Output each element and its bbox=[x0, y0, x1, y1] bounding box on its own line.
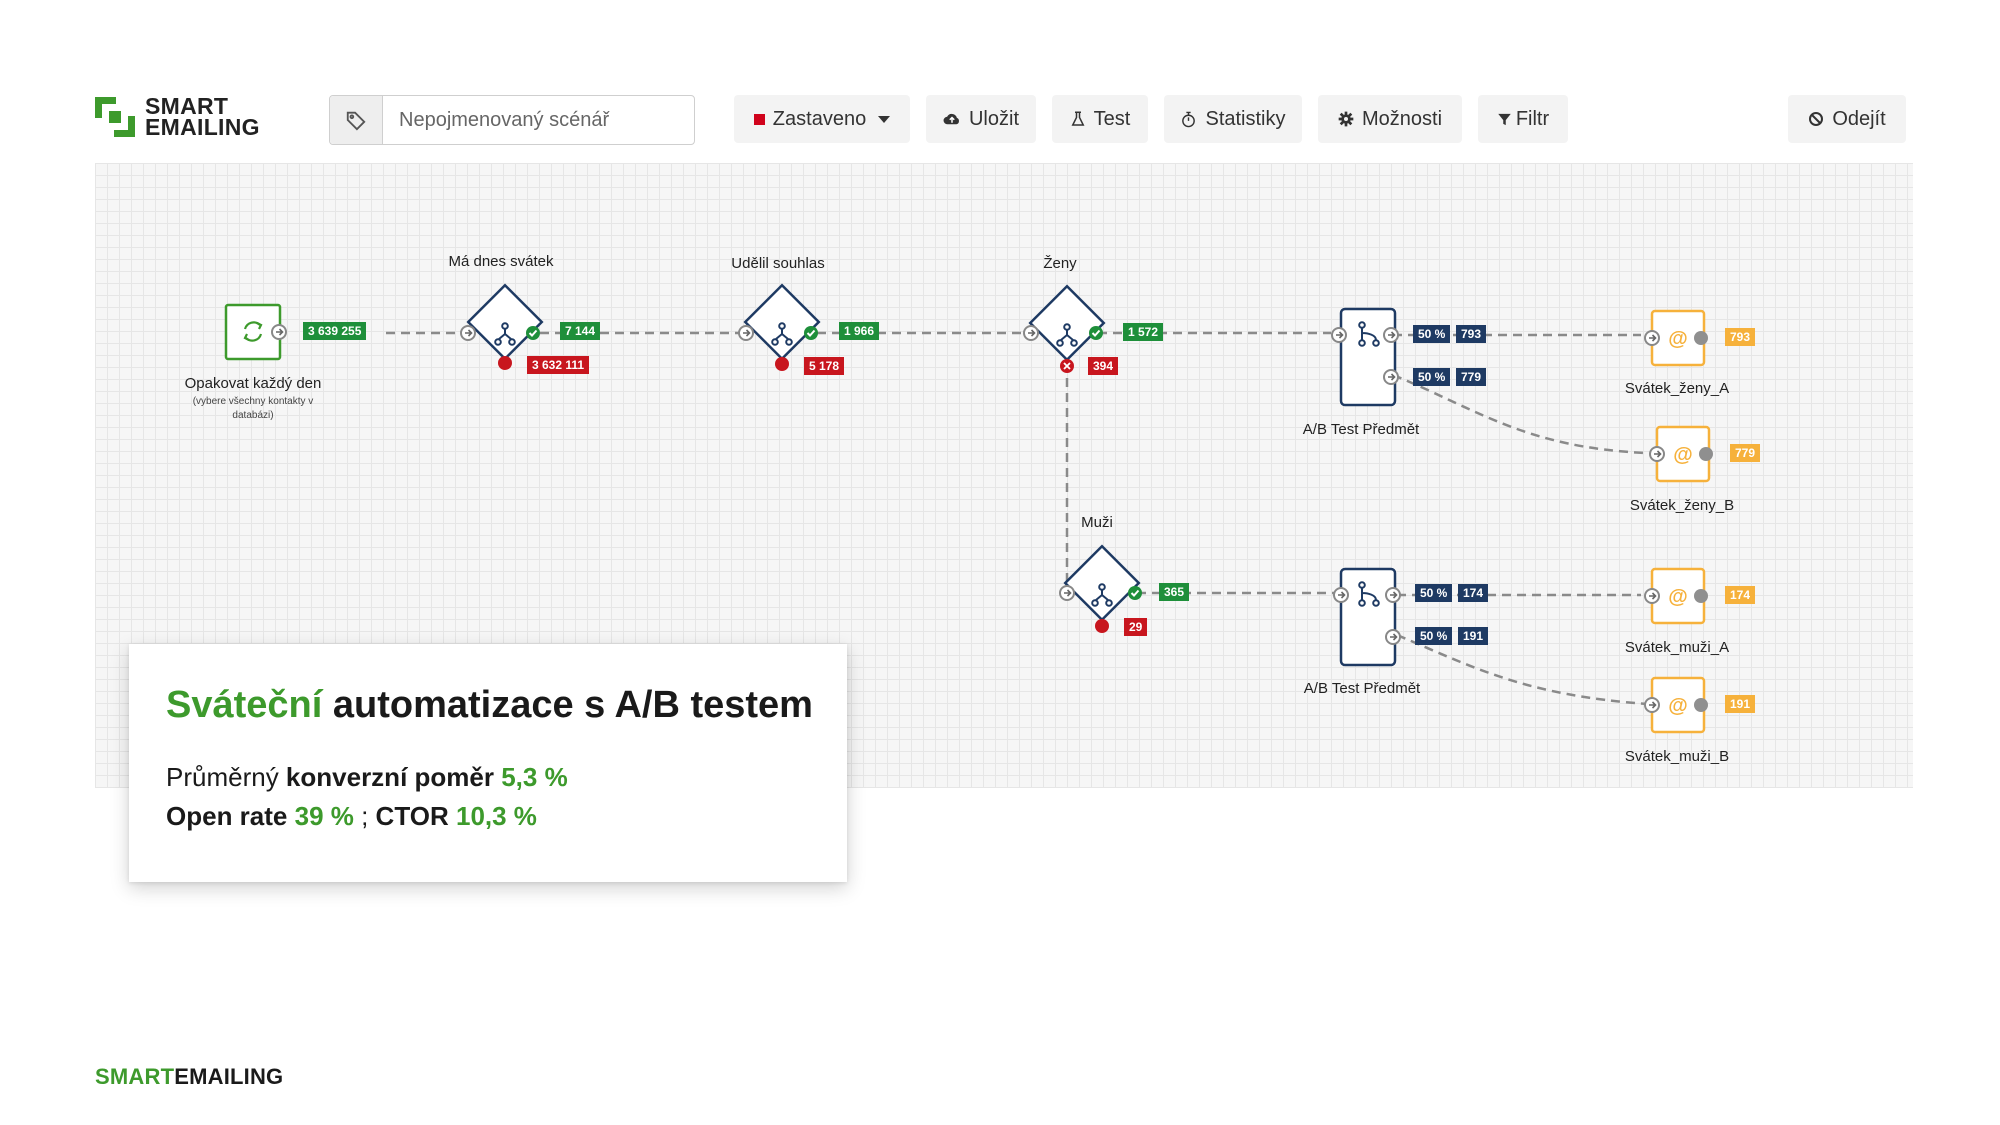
ab2-a-percent-badge: 50 % bbox=[1415, 584, 1453, 602]
gear-icon bbox=[1338, 111, 1354, 127]
email-node-women-b[interactable]: @ bbox=[1649, 425, 1713, 483]
smartemailing-logo-icon bbox=[95, 97, 135, 137]
email-label-men-b: Svátek_muži_B bbox=[1624, 748, 1730, 765]
close-icon bbox=[1060, 359, 1074, 373]
at-sign-icon: @ bbox=[1673, 444, 1693, 466]
scenario-name-input[interactable] bbox=[383, 96, 694, 144]
statistics-button[interactable]: Statistiky bbox=[1164, 95, 1302, 143]
ab2-b-count-badge: 191 bbox=[1458, 627, 1489, 645]
card-title: Sváteční automatizace s A/B testem bbox=[166, 684, 813, 727]
statistics-label: Statistiky bbox=[1205, 107, 1286, 130]
open-rate-label: Open rate bbox=[166, 801, 288, 831]
trigger-count-badge: 3 639 255 bbox=[303, 322, 367, 340]
condition-node-consent[interactable] bbox=[738, 283, 821, 371]
ab-test-node-men[interactable] bbox=[1333, 567, 1401, 667]
repeat-sync-icon bbox=[243, 321, 263, 342]
conversion-value: 5,3 % bbox=[501, 762, 568, 792]
scenario-name-field bbox=[329, 95, 695, 145]
footer-brand: SMARTEMAILING bbox=[95, 1064, 283, 1090]
condition-label-women: Ženy bbox=[1043, 255, 1077, 272]
cond1-yes-badge: 7 144 bbox=[560, 322, 601, 340]
trigger-label: Opakovat každý den bbox=[184, 375, 322, 392]
ab-test-label-men: A/B Test Předmět bbox=[1303, 680, 1421, 697]
ab-test-node-women[interactable] bbox=[1331, 307, 1399, 407]
filter-label: Filtr bbox=[1515, 107, 1550, 130]
ban-icon bbox=[1809, 112, 1824, 126]
rates-line: Open rate 39 % ; CTOR 10,3 % bbox=[166, 801, 537, 832]
ab1-a-count-badge: 793 bbox=[1456, 325, 1487, 343]
email-node-women-a[interactable]: @ bbox=[1644, 309, 1708, 367]
stopwatch-icon bbox=[1182, 111, 1196, 127]
at-sign-icon: @ bbox=[1668, 695, 1688, 717]
cond4-no-badge: 29 bbox=[1124, 618, 1148, 636]
save-label: Uložit bbox=[968, 107, 1019, 130]
split-icon bbox=[1358, 321, 1380, 347]
condition-label-consent: Udělil souhlas bbox=[731, 255, 825, 272]
summary-card: Sváteční automatizace s A/B testem Průmě… bbox=[129, 644, 847, 882]
card-title-highlight: Sváteční bbox=[166, 684, 323, 726]
email-node-men-b[interactable]: @ bbox=[1644, 676, 1708, 734]
cloud-upload-icon bbox=[943, 113, 959, 125]
options-label: Možnosti bbox=[1361, 107, 1443, 130]
logo-text: SMART EMAILING bbox=[145, 93, 260, 140]
stop-square-icon bbox=[753, 113, 765, 125]
options-button[interactable]: Možnosti bbox=[1318, 95, 1462, 143]
tag-icon bbox=[330, 96, 383, 144]
conversion-label: konverzní poměr bbox=[285, 762, 494, 792]
cond1-no-badge: 3 632 111 bbox=[527, 356, 590, 374]
footer-brand-part2: EMAILING bbox=[174, 1064, 284, 1089]
ab2-a-count-badge: 174 bbox=[1458, 584, 1489, 602]
at-sign-icon: @ bbox=[1668, 328, 1688, 350]
flow-diagram: @ @ @ @ bbox=[224, 283, 1713, 734]
conversion-prefix: Průměrný bbox=[166, 762, 286, 792]
condition-label-has-nameday: Má dnes svátek bbox=[448, 253, 554, 270]
ctor-value: 10,3 % bbox=[455, 801, 537, 831]
condition-label-men: Muži bbox=[1081, 514, 1113, 531]
at-sign-icon: @ bbox=[1668, 586, 1688, 608]
trigger-node[interactable] bbox=[224, 303, 287, 361]
condition-node-women[interactable] bbox=[1023, 284, 1106, 373]
exit-button[interactable]: Odejít bbox=[1788, 95, 1906, 143]
condition-node-has-nameday[interactable] bbox=[460, 283, 544, 370]
condition-node-men[interactable] bbox=[1059, 544, 1143, 633]
cond3-yes-badge: 1 572 bbox=[1123, 323, 1164, 341]
cond2-no-badge: 5 178 bbox=[804, 357, 845, 375]
email-label-men-a: Svátek_muži_A bbox=[1624, 639, 1730, 656]
cond2-yes-badge: 1 966 bbox=[839, 322, 880, 340]
test-button[interactable]: Test bbox=[1052, 95, 1148, 143]
save-button[interactable]: Uložit bbox=[926, 95, 1036, 143]
ab1-a-percent-badge: 50 % bbox=[1413, 325, 1451, 343]
split-icon bbox=[1358, 581, 1380, 607]
email3-count-badge: 174 bbox=[1725, 586, 1756, 604]
test-label: Test bbox=[1093, 107, 1131, 130]
email2-count-badge: 779 bbox=[1730, 444, 1761, 462]
ab2-b-percent-badge: 50 % bbox=[1415, 627, 1453, 645]
email-label-women-b: Svátek_ženy_B bbox=[1629, 497, 1735, 514]
scenario-canvas[interactable]: @ @ @ @ Opakovat každý den (vybere všech… bbox=[95, 163, 1913, 788]
footer-brand-part1: SMART bbox=[95, 1064, 175, 1089]
email-node-men-a[interactable]: @ bbox=[1644, 567, 1708, 625]
chevron-down-icon bbox=[878, 115, 891, 123]
status-label: Zastaveno bbox=[772, 107, 867, 130]
rates-separator: ; bbox=[353, 801, 376, 831]
email1-count-badge: 793 bbox=[1725, 328, 1756, 346]
filter-button[interactable]: Filtr bbox=[1478, 95, 1568, 143]
ab1-b-count-badge: 779 bbox=[1456, 368, 1487, 386]
flask-icon bbox=[1071, 111, 1085, 126]
ab1-b-percent-badge: 50 % bbox=[1413, 368, 1451, 386]
cond3-no-badge: 394 bbox=[1088, 357, 1119, 375]
open-rate-value: 39 % bbox=[294, 801, 354, 831]
conversion-line: Průměrný konverzní poměr 5,3 % bbox=[166, 762, 568, 793]
card-title-rest: automatizace s A/B testem bbox=[322, 684, 813, 726]
funnel-icon bbox=[1498, 113, 1511, 125]
trigger-sublabel: (vybere všechny kontakty v databázi) bbox=[192, 396, 314, 421]
ctor-label: CTOR bbox=[375, 801, 449, 831]
exit-label: Odejít bbox=[1832, 107, 1886, 130]
cond4-yes-badge: 365 bbox=[1159, 583, 1190, 601]
ab-test-label-women: A/B Test Předmět bbox=[1302, 421, 1420, 438]
logo: SMART EMAILING bbox=[95, 93, 260, 140]
email4-count-badge: 191 bbox=[1725, 695, 1756, 713]
email-label-women-a: Svátek_ženy_A bbox=[1624, 380, 1730, 397]
status-dropdown[interactable]: Zastaveno bbox=[734, 95, 910, 143]
